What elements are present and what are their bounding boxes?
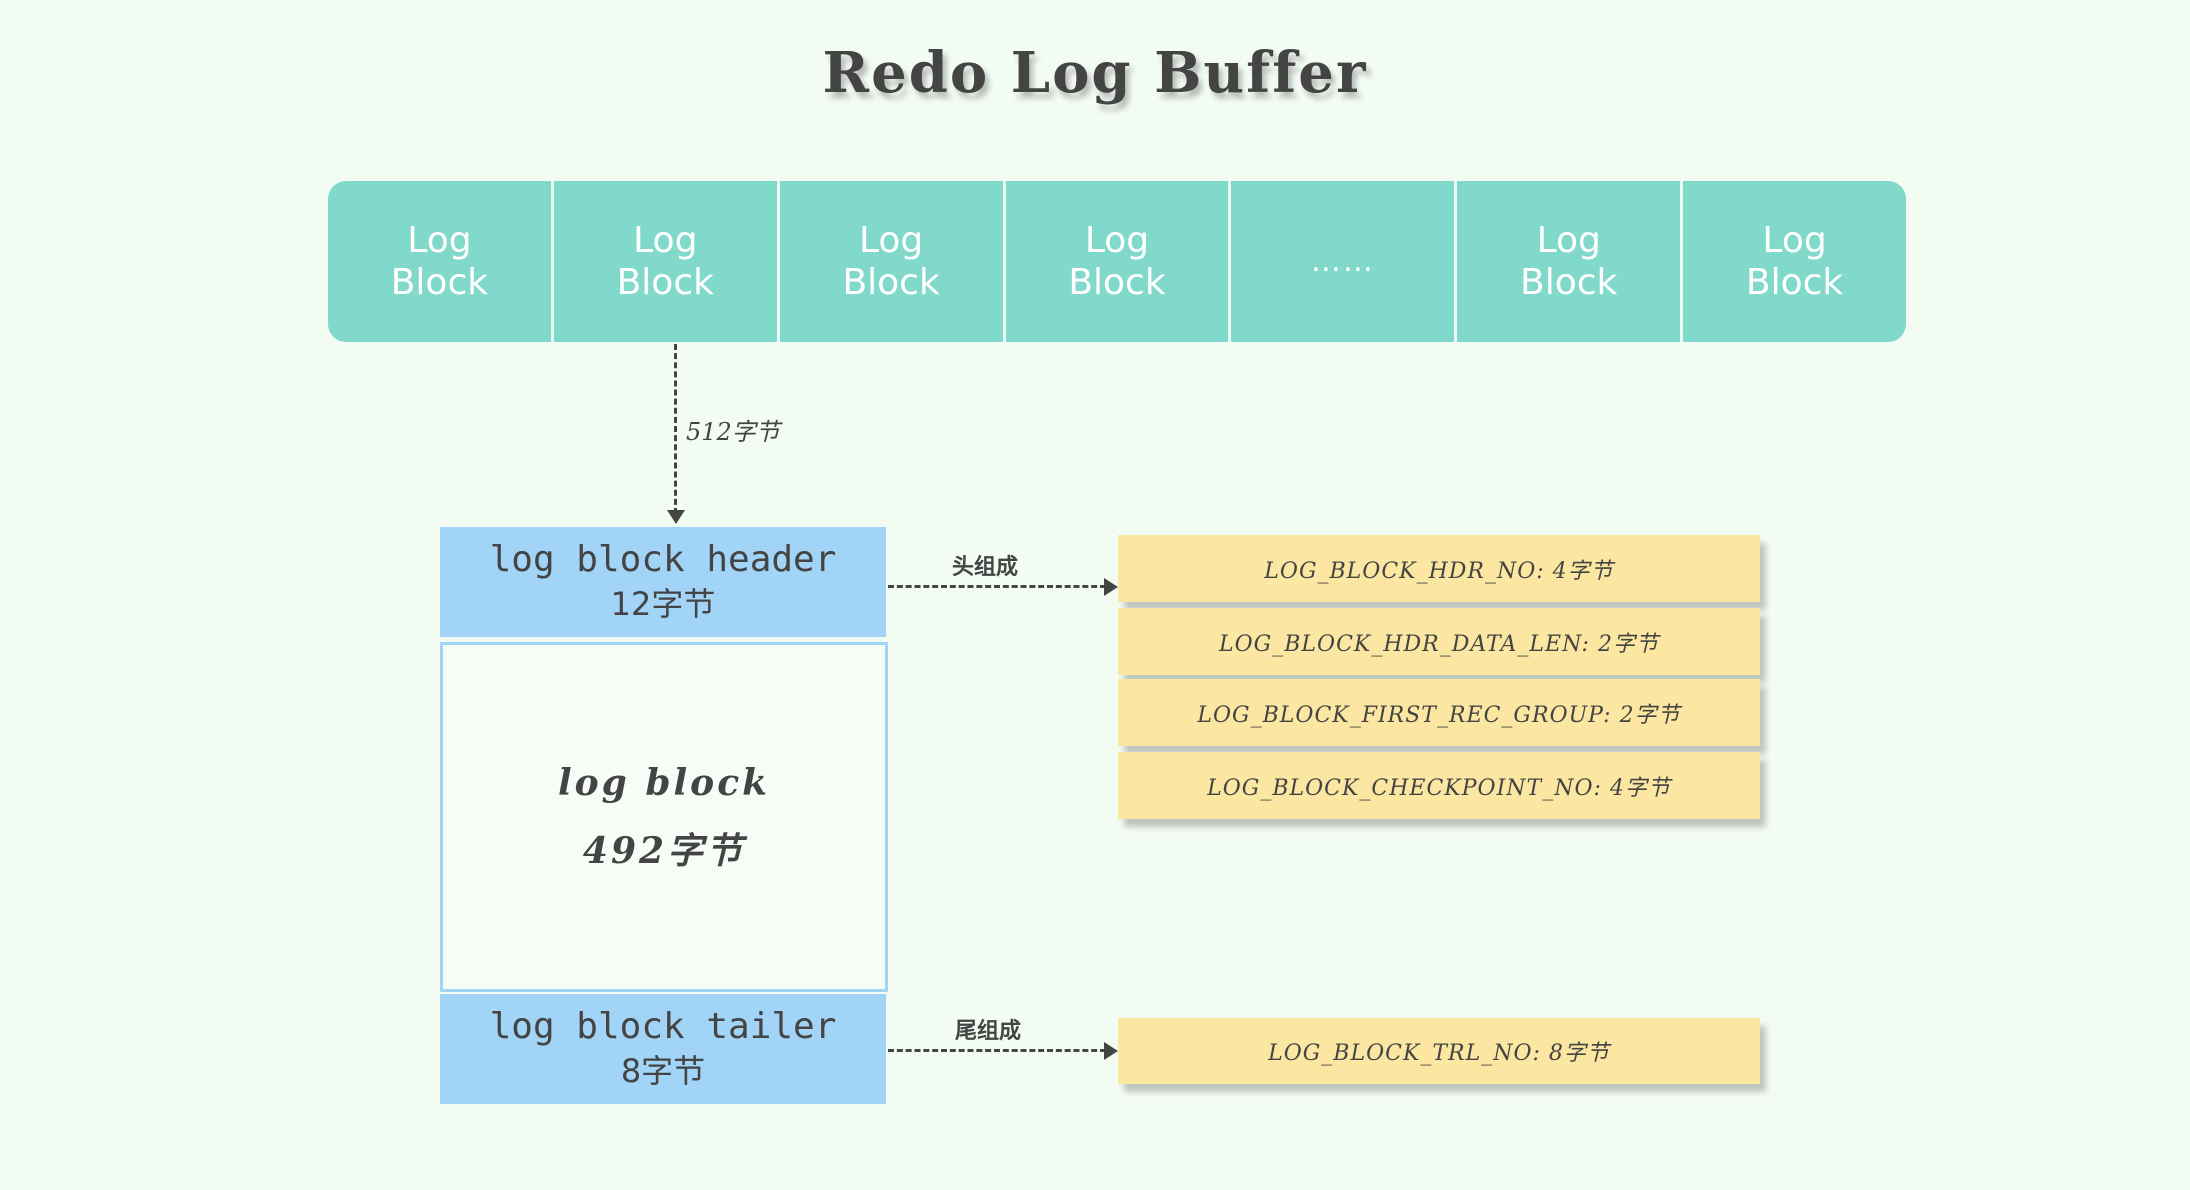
log-block-3: Log Block [780, 181, 1006, 342]
header-field-checkpoint-no: LOG_BLOCK_CHECKPOINT_NO: 4字节 [1118, 752, 1760, 819]
diagram-title: Redo Log Buffer [822, 40, 1368, 106]
tailer-connector [888, 1049, 1106, 1052]
log-block-label-line2: Block [842, 261, 940, 303]
log-block-2: Log Block [554, 181, 780, 342]
log-block-4: Log Block [1006, 181, 1232, 342]
log-block-label-line2: Block [390, 261, 489, 303]
log-block-header: log block header 12字节 [440, 527, 886, 637]
header-field-first-rec-group: LOG_BLOCK_FIRST_REC_GROUP: 2字节 [1118, 679, 1760, 746]
block-expand-arrowhead [667, 510, 685, 524]
log-block-5: Log Block [1457, 181, 1684, 342]
log-block-ellipsis: …… [1231, 181, 1458, 342]
log-block-6: Log Block [1683, 181, 1906, 342]
log-block-body: log block 492字节 [440, 642, 888, 992]
tailer-arrowhead [1104, 1042, 1118, 1060]
header-connector [888, 585, 1106, 588]
log-block-label-line1: Log [1536, 219, 1601, 261]
redo-log-buffer: Log Block Log Block Log Block Log Block … [328, 181, 1906, 342]
log-block-label-line1: Log [407, 219, 472, 261]
header-name: log block header [489, 539, 837, 580]
log-block-label-line1: Log [1084, 219, 1150, 261]
ellipsis: …… [1310, 243, 1375, 279]
tailer-field-trl-no: LOG_BLOCK_TRL_NO: 8字节 [1118, 1018, 1760, 1084]
header-field-hdr-data-len: LOG_BLOCK_HDR_DATA_LEN: 2字节 [1118, 608, 1760, 675]
header-size: 12字节 [610, 585, 716, 623]
log-block-1: Log Block [328, 181, 554, 342]
log-block-label-line1: Log [1762, 219, 1827, 261]
log-block-label-line2: Block [1745, 261, 1844, 303]
header-arrow-label: 头组成 [952, 554, 1019, 580]
tailer-arrow-label: 尾组成 [955, 1018, 1022, 1044]
log-block-label-line2: Block [1520, 261, 1618, 303]
log-block-tailer: log block tailer 8字节 [440, 994, 886, 1104]
block-expand-connector [674, 344, 677, 514]
log-block-label-line1: Log [858, 219, 924, 261]
header-arrowhead [1104, 578, 1118, 596]
log-block-label-line1: Log [633, 219, 698, 261]
tailer-size: 8字节 [620, 1052, 706, 1090]
log-block-label-line2: Block [1068, 261, 1166, 303]
body-name: log block [557, 762, 771, 804]
block-size-label: 512字节 [686, 418, 780, 446]
tailer-name: log block tailer [489, 1006, 837, 1047]
body-size: 492字节 [582, 830, 746, 872]
header-field-hdr-no: LOG_BLOCK_HDR_NO: 4字节 [1118, 535, 1760, 602]
log-block-label-line2: Block [616, 261, 714, 303]
